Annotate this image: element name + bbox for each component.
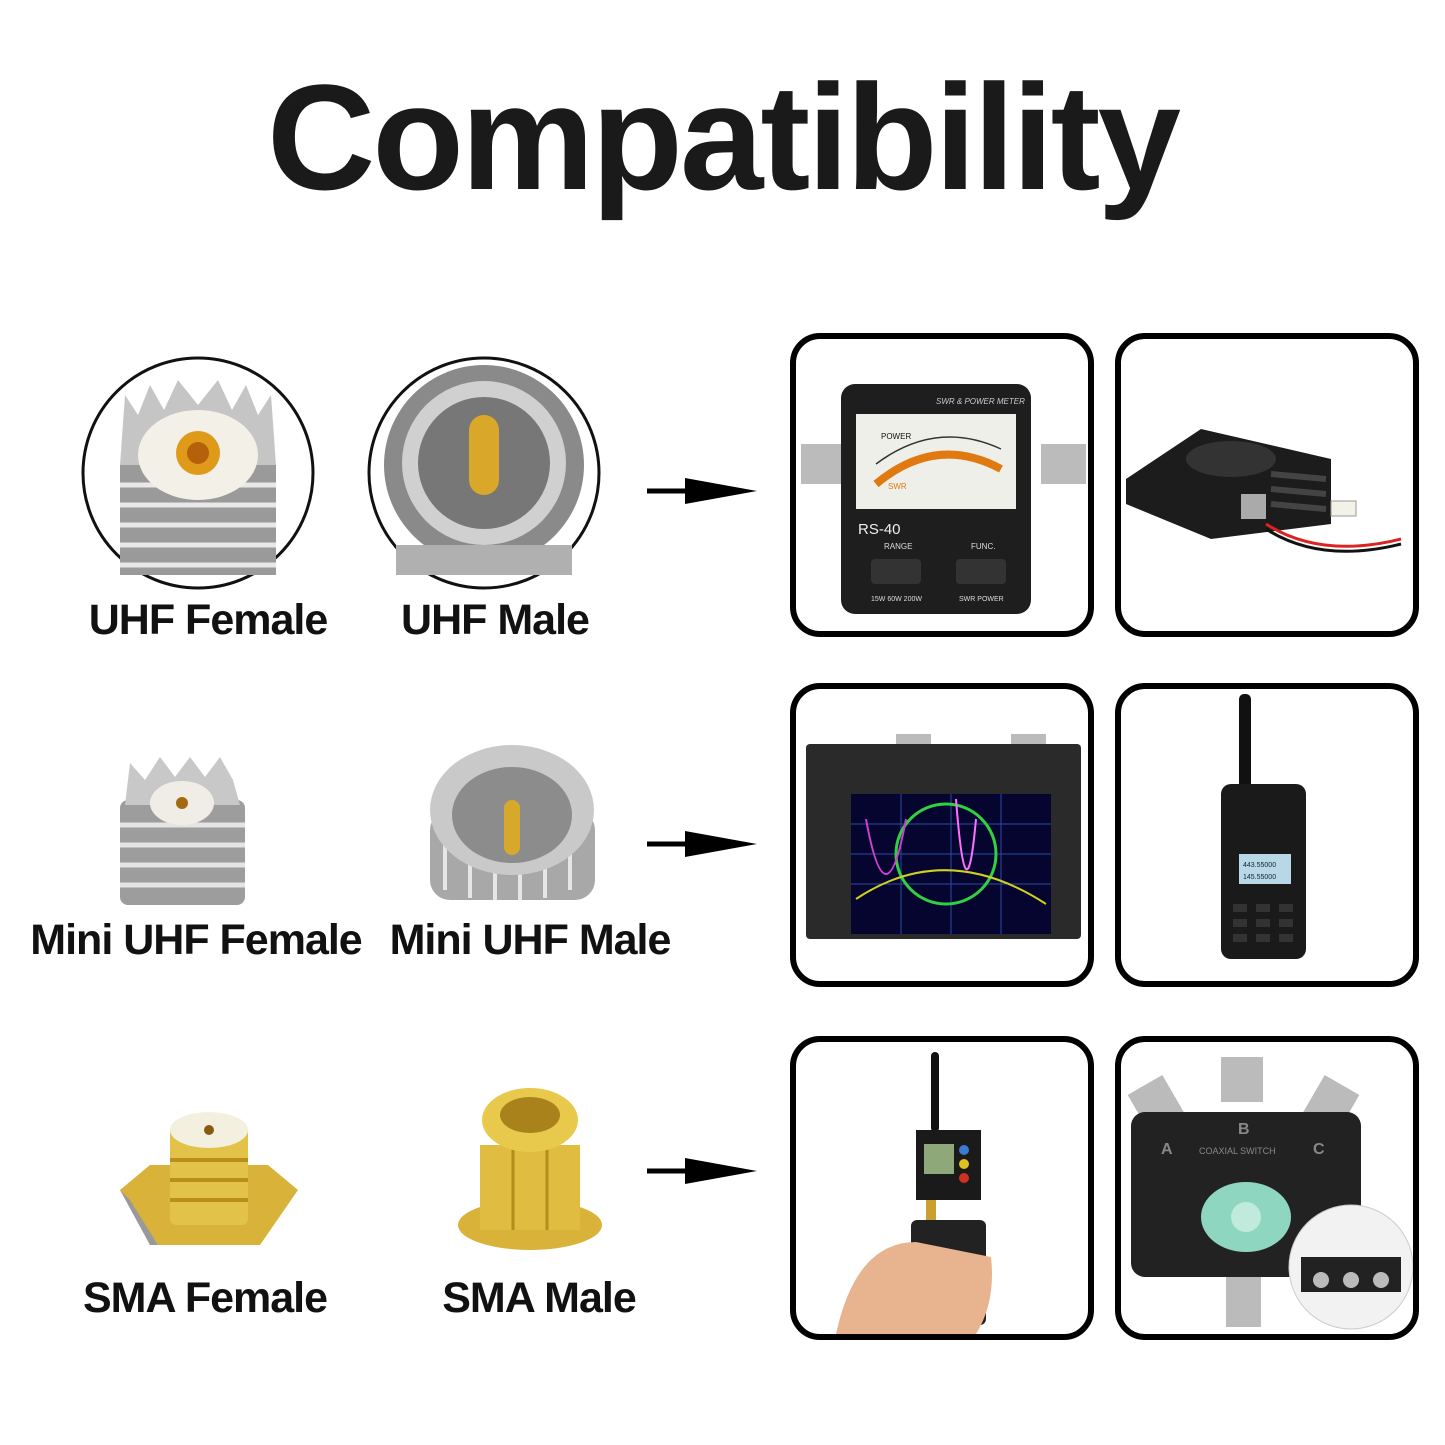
meter-func-text: FUNC. bbox=[971, 542, 995, 551]
mobile-radio-image bbox=[1115, 333, 1419, 637]
mini-uhf-male-label: Mini UHF Male bbox=[389, 916, 672, 964]
sma-female-connector-image bbox=[120, 1112, 298, 1245]
uhf-female-label: UHF Female bbox=[88, 596, 329, 644]
arrow-right-icon bbox=[647, 831, 757, 857]
vector-network-analyzer-image bbox=[790, 683, 1094, 987]
mini-uhf-female-label: Mini UHF Female bbox=[30, 916, 362, 964]
sma-male-label: SMA Male bbox=[442, 1274, 637, 1322]
switch-port-b: B bbox=[1238, 1121, 1250, 1138]
uhf-male-label: UHF Male bbox=[401, 596, 590, 644]
arrow-right-icon bbox=[647, 478, 757, 504]
arrow-right-icon bbox=[647, 1158, 757, 1184]
meter-model-text: RS-40 bbox=[858, 521, 901, 538]
page-title: Compatibility bbox=[266, 53, 1181, 221]
meter-header: SWR & POWER METER bbox=[936, 397, 1025, 406]
radio-frequency-2: 145.55000 bbox=[1243, 874, 1276, 881]
mini-uhf-male-connector-image bbox=[430, 745, 595, 900]
meter-swr-text: SWR bbox=[888, 482, 907, 491]
radio-frequency-1: 443.55000 bbox=[1243, 862, 1276, 869]
sma-male-connector-image bbox=[458, 1088, 602, 1250]
switch-name: COAXIAL SWITCH bbox=[1199, 1146, 1276, 1156]
swr-power-meter-image: SWR & POWER METER POWER SWR RS-40 RANGE … bbox=[790, 333, 1094, 637]
meter-range-text: RANGE bbox=[884, 542, 912, 551]
switch-port-a: A bbox=[1161, 1141, 1173, 1158]
uhf-male-connector-image bbox=[367, 356, 601, 590]
meter-range-options: 15W 60W 200W bbox=[871, 596, 922, 603]
mini-uhf-female-connector-image bbox=[120, 757, 245, 905]
switch-port-c: C bbox=[1313, 1141, 1325, 1158]
meter-func-options: SWR POWER bbox=[959, 596, 1004, 603]
coaxial-switch-image: B A C COAXIAL SWITCH bbox=[1115, 1036, 1419, 1340]
handheld-radio-with-meter-image bbox=[790, 1036, 1094, 1340]
handheld-radio-image: 443.55000 145.55000 bbox=[1115, 683, 1419, 987]
meter-power-text: POWER bbox=[881, 432, 911, 441]
uhf-female-connector-image bbox=[81, 356, 315, 590]
sma-female-label: SMA Female bbox=[82, 1274, 328, 1322]
